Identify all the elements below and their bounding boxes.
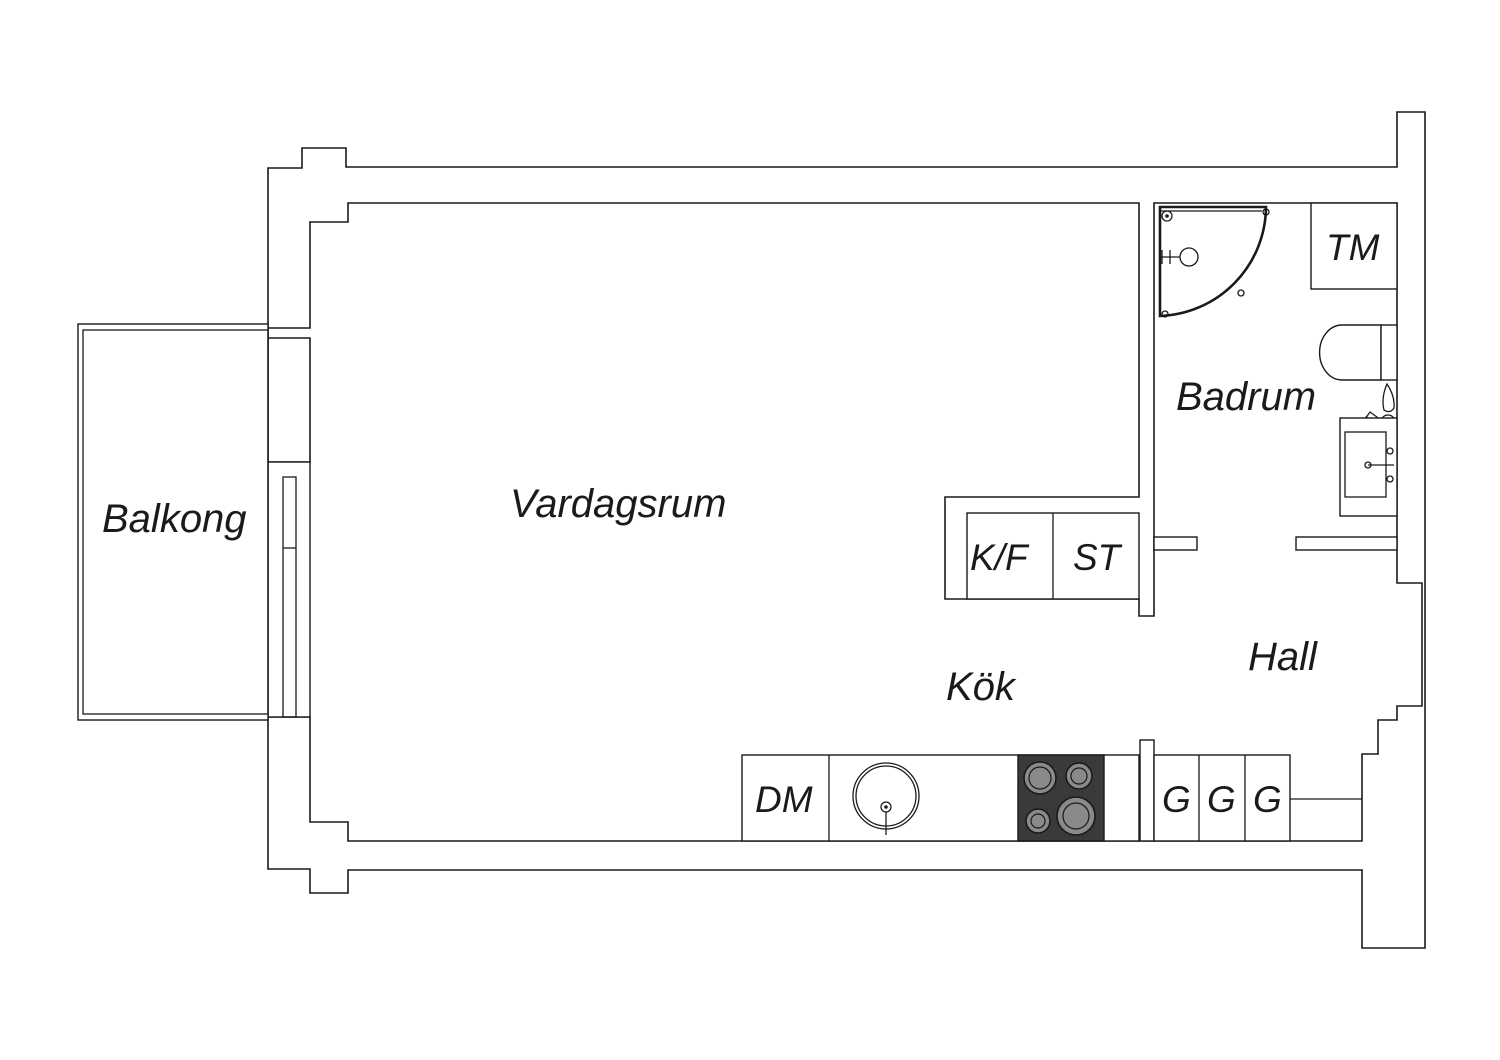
- toilet-icon: [1318, 324, 1382, 381]
- balcony-door-frame: [267, 461, 311, 718]
- shower-drain-icon: [1179, 247, 1199, 267]
- faucet-icon: [1364, 461, 1372, 469]
- burner-icon: [1025, 808, 1051, 834]
- bathroom-fixtures: [1158, 202, 1398, 517]
- room-label-kok: Kök: [946, 665, 1017, 709]
- fixture-label-washing-machine: TM: [1326, 227, 1380, 268]
- balcony-slab: [77, 323, 269, 721]
- room-label-balkong: Balkong: [102, 497, 247, 541]
- burner-icon: [1065, 762, 1093, 790]
- bathroom-wall-stub-right: [1295, 536, 1398, 551]
- toilet-brush-icon: [1382, 382, 1395, 413]
- walls: [267, 111, 1426, 949]
- fixture-label-fridge-freezer: K/F: [970, 537, 1030, 578]
- shower-enclosure: [1158, 205, 1268, 318]
- fixture-label-oven: ST: [1073, 537, 1123, 578]
- fixture-label-dishwasher: DM: [755, 779, 813, 820]
- fixture-label-wardrobe-2: G: [1207, 779, 1236, 820]
- washbasin-cabinet: [1339, 417, 1398, 517]
- room-label-badrum: Badrum: [1176, 375, 1316, 419]
- wardrobe-block: [1153, 754, 1291, 842]
- outer-wall: [267, 111, 1426, 949]
- fixture-label-wardrobe-1: G: [1162, 779, 1191, 820]
- fixture-labels: DM K/F ST TM G G G: [755, 227, 1380, 820]
- washing-machine: [1310, 202, 1398, 290]
- balcony: [77, 323, 269, 721]
- balcony-door-leaf: [282, 476, 297, 718]
- bathroom-wall-stub-left: [1153, 536, 1198, 551]
- room-label-hall: Hall: [1248, 635, 1318, 679]
- kitchen-divider-wall: [1139, 739, 1155, 842]
- shower-head-icon: [1161, 210, 1173, 222]
- room-labels: Balkong Vardagsrum Kök Badrum Hall: [102, 375, 1318, 709]
- kitchen-counter: [741, 512, 1140, 842]
- fixture-label-wardrobe-3: G: [1253, 779, 1282, 820]
- room-label-vardagsrum: Vardagsrum: [510, 482, 726, 526]
- wardrobes: [1153, 754, 1291, 842]
